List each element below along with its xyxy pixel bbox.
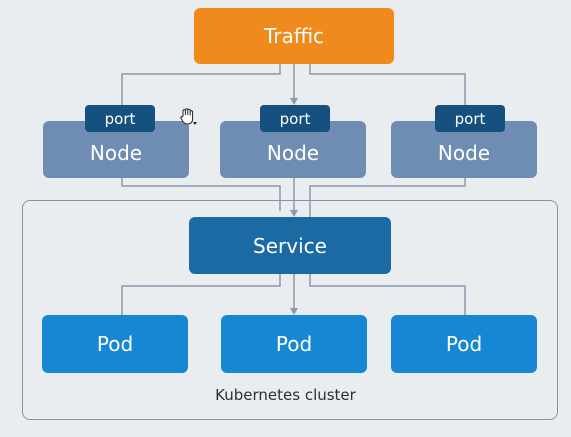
pod-label: Pod — [275, 332, 313, 356]
connector-traffic-node-3 — [309, 64, 466, 121]
connector-node-3-service — [309, 178, 466, 217]
arrowhead-pod-2 — [290, 308, 298, 315]
pod-label: Pod — [445, 332, 483, 356]
port-label: port — [279, 109, 311, 128]
traffic-box[interactable]: Traffic — [194, 8, 394, 64]
connector-traffic-node-1 — [121, 64, 281, 121]
pod-label: Pod — [96, 332, 134, 356]
pod-box-1[interactable]: Pod — [42, 315, 188, 373]
node-label: Node — [266, 140, 320, 165]
grab-hand-cursor-icon — [180, 108, 197, 125]
traffic-label: Traffic — [263, 24, 325, 48]
port-badge-3[interactable]: port — [435, 105, 505, 132]
connector-service-pod-1 — [121, 274, 281, 315]
port-badge-1[interactable]: port — [85, 105, 155, 132]
port-label: port — [104, 109, 136, 128]
node-label: Node — [89, 140, 143, 165]
arrowhead-service — [290, 210, 298, 217]
pod-box-2[interactable]: Pod — [221, 315, 367, 373]
service-box[interactable]: Service — [189, 217, 391, 274]
port-badge-2[interactable]: port — [260, 105, 330, 132]
connector-service-pod-3 — [309, 274, 466, 315]
arrowhead-node-2 — [290, 98, 298, 105]
port-label: port — [454, 109, 486, 128]
node-label: Node — [437, 140, 491, 165]
service-label: Service — [253, 233, 327, 258]
connector-node-1-service — [121, 178, 281, 211]
kubernetes-cluster-frame — [22, 200, 558, 420]
pod-box-3[interactable]: Pod — [391, 315, 537, 373]
cluster-label: Kubernetes cluster — [215, 386, 356, 404]
